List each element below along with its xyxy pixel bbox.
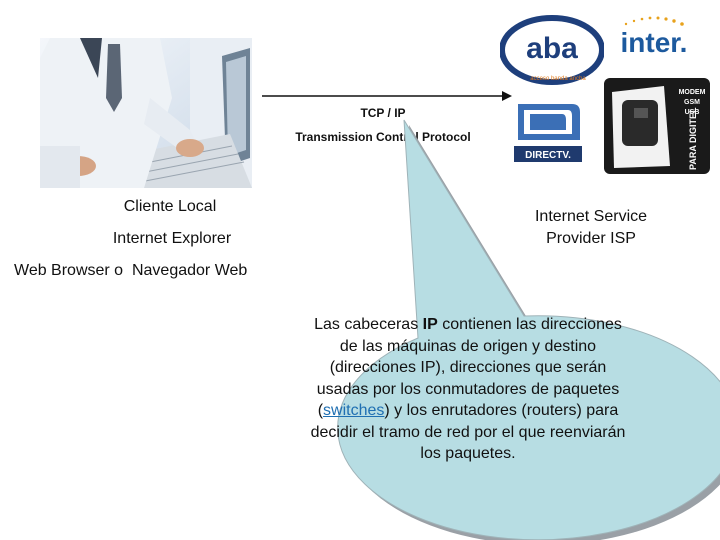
- usb-modem-image: MODEM GSM USB PARA DIGITEL: [604, 78, 710, 174]
- protocol-label: TCP / IP: [360, 106, 406, 120]
- client-photo: [40, 38, 252, 188]
- inter-logo: inter.: [604, 6, 702, 74]
- callout-text-part3: ) y los enrutadores (routers) para decid…: [310, 402, 626, 462]
- callout-text-part2: contienen las direcciones de las máquina…: [316, 316, 622, 419]
- modem-label-line2: GSM: [684, 99, 700, 106]
- modem-label-line3: USB: [685, 109, 700, 116]
- client-title: Cliente Local: [123, 198, 217, 215]
- callout-text: Las cabeceras IP contienen las direccion…: [306, 314, 630, 465]
- aba-logo: aba acceso banda ancha: [500, 15, 604, 85]
- isp-label-line2: Provider ISP: [546, 230, 636, 247]
- client-description: Web Browser o Navegador Web: [14, 262, 248, 279]
- client-app: Internet Explorer: [112, 230, 232, 247]
- modem-label-line1: MODEM: [679, 89, 706, 96]
- inter-logo-text: inter.: [621, 27, 688, 58]
- directv-logo: DIRECTV.: [510, 100, 586, 166]
- aba-tagline: acceso banda ancha: [530, 76, 586, 82]
- aba-logo-text: aba: [526, 32, 578, 65]
- switches-link[interactable]: switches: [323, 402, 385, 419]
- connection-arrow: [262, 91, 512, 101]
- modem-side-text: PARA DIGITEL: [688, 107, 698, 170]
- callout-text-part1: Las cabeceras: [314, 316, 423, 333]
- directv-logo-text: DIRECTV.: [525, 150, 571, 161]
- protocol-full-name: Transmission Control Protocol: [295, 130, 471, 144]
- isp-label-line1: Internet Service: [534, 208, 648, 225]
- callout-keyword-ip: IP: [422, 316, 438, 333]
